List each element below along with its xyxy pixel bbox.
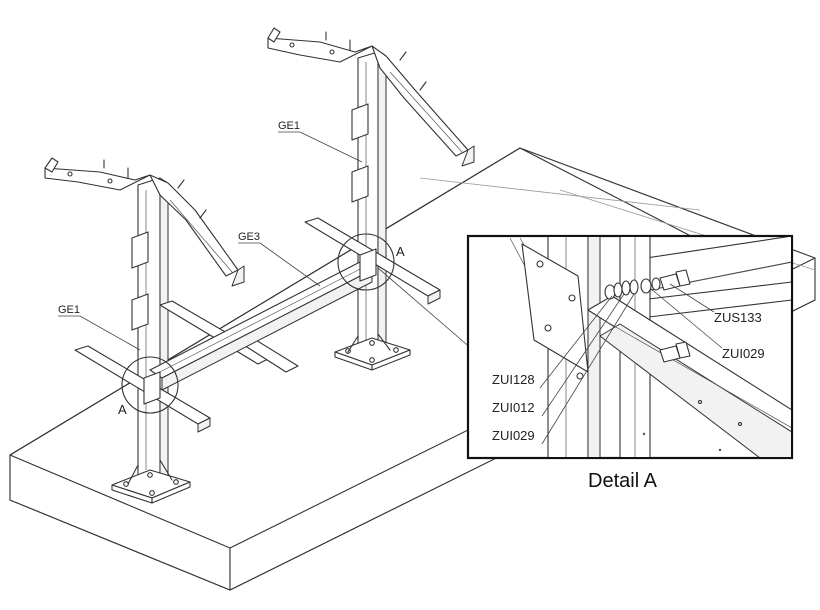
detail-circle-left[interactable] — [121, 356, 179, 414]
label-detail-ref-left: A — [118, 402, 127, 417]
bolt-assembly — [604, 269, 691, 300]
detail-caption: Detail A — [588, 470, 658, 492]
part-label-zus133: ZUS133 — [714, 310, 762, 325]
part-label-zui029-left: ZUI029 — [492, 428, 535, 443]
detail-a-inset: ZUS133 ZUI029 ZUI128 ZUI012 ZUI029 Detai… — [466, 234, 794, 492]
label-ge3: GE3 — [238, 231, 260, 243]
label-ge1-left: GE1 — [58, 304, 80, 316]
label-ge1-top: GE1 — [278, 120, 300, 132]
detail-markers — [121, 233, 395, 414]
part-label-zui128: ZUI128 — [492, 372, 535, 387]
label-detail-ref-right: A — [396, 244, 405, 259]
assembly-labels: GE1 GE3 GE1 A A — [58, 120, 405, 417]
part-label-zui012: ZUI012 — [492, 400, 535, 415]
detail-circle-right[interactable] — [337, 233, 395, 291]
right-top-arm — [267, 27, 475, 167]
bolt-lower — [659, 341, 691, 363]
left-top-arm — [44, 157, 245, 287]
part-label-zui029-right: ZUI029 — [722, 346, 765, 361]
